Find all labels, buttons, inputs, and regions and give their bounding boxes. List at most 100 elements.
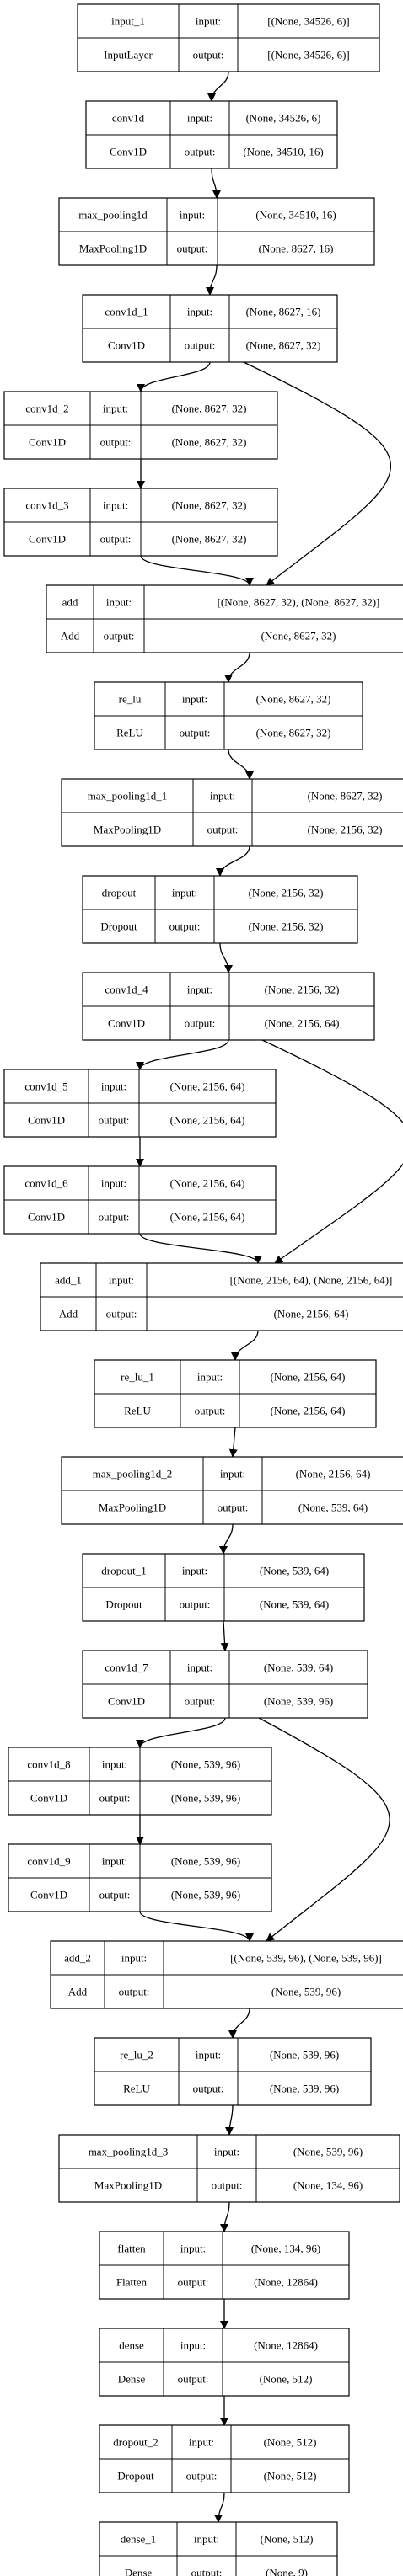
layer-name: max_pooling1d_1	[88, 790, 168, 803]
edge-add_2-to-re_lu_2	[228, 2008, 250, 2039]
output-label: output:	[119, 1986, 150, 1998]
output-shape: (None, 134, 96)	[293, 2179, 363, 2192]
layer-type: Dropout	[117, 2470, 154, 2483]
edge-max_pooling1d-to-conv1d_1	[206, 264, 218, 296]
layer-name: dense_1	[121, 2533, 157, 2546]
layer-type: MaxPooling1D	[94, 824, 161, 836]
output-label: output:	[99, 1889, 131, 1901]
output-shape: (None, 2156, 64)	[271, 1405, 346, 1417]
layer-name: max_pooling1d_3	[89, 2146, 169, 2158]
output-label: output:	[180, 727, 211, 739]
input-shape: (None, 34510, 16)	[255, 209, 336, 221]
layer-name: input_1	[111, 15, 145, 28]
layer-name: add	[62, 596, 78, 609]
input-label: input:	[214, 2146, 239, 2158]
input-shape: [(None, 2156, 64), (None, 2156, 64)]	[230, 1274, 393, 1287]
edge-conv1d_4-to-add_1	[261, 1039, 403, 1264]
input-label: input:	[106, 596, 132, 609]
input-shape: (None, 539, 64)	[264, 1661, 333, 1674]
input-label: input:	[180, 2243, 206, 2255]
layer-type: Dense	[125, 2567, 153, 2576]
edge-re_lu_1-to-max_pooling1d_2	[228, 1427, 238, 1458]
input-shape: [(None, 8627, 32), (None, 8627, 32)]	[218, 596, 380, 609]
input-shape: (None, 12864)	[254, 2339, 318, 2352]
output-shape: (None, 2156, 32)	[308, 824, 383, 836]
layer-type: Flatten	[116, 2276, 148, 2289]
input-label: input:	[196, 2049, 221, 2061]
output-label: output:	[99, 1211, 130, 1224]
layer-type: Dense	[118, 2373, 146, 2386]
input-label: input:	[180, 209, 205, 221]
output-label: output:	[99, 1114, 130, 1127]
layer-type: Dropout	[100, 920, 137, 933]
layer-name: conv1d_7	[105, 1661, 148, 1674]
input-shape: (None, 2156, 64)	[170, 1080, 245, 1093]
input-label: input:	[101, 1177, 126, 1190]
edge-add-to-re_lu	[224, 652, 250, 683]
input-label: input:	[182, 693, 207, 706]
output-label: output:	[185, 146, 216, 158]
layer-name: conv1d_6	[24, 1177, 68, 1190]
input-label: input:	[196, 15, 221, 28]
layer-name: dropout_1	[101, 1565, 146, 1577]
edge-dropout-to-conv1d_4	[219, 942, 233, 973]
input-label: input:	[210, 790, 235, 803]
output-label: output:	[99, 1792, 131, 1805]
edge-conv1d_6-to-add_1	[139, 1233, 262, 1264]
layer-name: max_pooling1d	[78, 209, 148, 221]
layer-type: MaxPooling1D	[99, 1501, 166, 1514]
edge-add_1-to-re_lu_1	[231, 1330, 259, 1361]
output-shape: (None, 2156, 64)	[274, 1308, 349, 1320]
layer-type: Conv1D	[28, 1211, 65, 1224]
layer-name: conv1d	[112, 112, 145, 125]
layer-name: conv1d_2	[25, 403, 68, 415]
input-shape: (None, 2156, 64)	[271, 1371, 346, 1384]
output-label: output:	[193, 49, 224, 61]
layer-name: re_lu_1	[121, 1371, 154, 1384]
input-shape: (None, 2156, 64)	[170, 1177, 245, 1190]
input-label: input:	[172, 887, 197, 899]
output-shape: (None, 8627, 32)	[256, 727, 331, 739]
input-shape: [(None, 539, 96), (None, 539, 96)]	[230, 1952, 382, 1965]
output-shape: (None, 539, 96)	[171, 1792, 240, 1805]
output-label: output:	[104, 630, 135, 643]
layer-type: Conv1D	[30, 1889, 67, 1901]
output-label: output:	[185, 1017, 216, 1030]
input-shape: (None, 8627, 32)	[172, 499, 247, 512]
edge-max_pooling1d_3-to-flatten	[220, 2201, 230, 2232]
edges	[136, 71, 403, 2523]
output-label: output:	[106, 1308, 137, 1320]
output-shape: (None, 8627, 16)	[259, 243, 334, 255]
input-shape: (None, 539, 96)	[171, 1758, 240, 1771]
layer-type: Conv1D	[108, 1017, 145, 1030]
layer-type: ReLU	[116, 727, 143, 739]
input-shape: (None, 2156, 64)	[296, 1468, 371, 1480]
output-shape: (None, 539, 96)	[171, 1889, 240, 1901]
edge-conv1d_1-to-conv1d_2	[137, 361, 211, 392]
edge-input_1-to-conv1d	[207, 71, 229, 102]
input-shape: (None, 34526, 6)	[246, 112, 321, 125]
input-label: input:	[187, 112, 212, 125]
input-shape: (None, 8627, 16)	[246, 306, 321, 318]
layer-type: Conv1D	[30, 1792, 67, 1805]
output-shape: (None, 8627, 32)	[246, 339, 321, 352]
output-shape: [(None, 34526, 6)]	[267, 49, 349, 61]
output-label: output:	[178, 2373, 209, 2386]
layer-type: InputLayer	[104, 49, 153, 61]
edge-conv1d_7-to-add_2	[258, 1717, 390, 1942]
output-label: output:	[193, 2083, 224, 2095]
input-label: input:	[182, 1565, 207, 1577]
output-label: output:	[185, 339, 216, 352]
layer-name: dropout_2	[113, 2436, 158, 2449]
